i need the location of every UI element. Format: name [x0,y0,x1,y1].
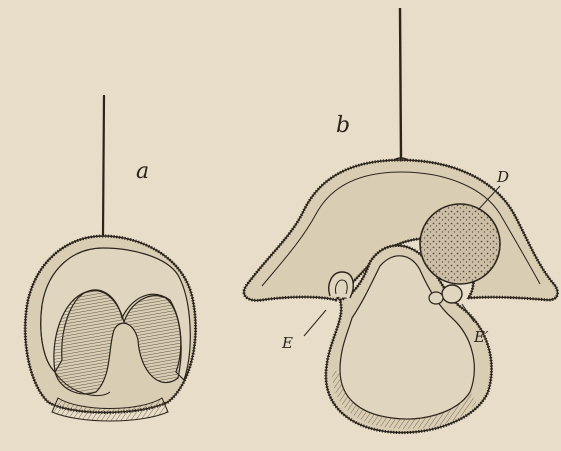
label-e: E [281,334,293,352]
apical-tuft-b [400,8,401,160]
pocket-e-prime [442,285,462,303]
label-e-prime: E′ [473,328,489,346]
pocket-e [329,272,354,298]
panel-b-label: b [336,113,350,138]
apical-tuft-a [103,95,104,236]
panel-a-label: a [136,159,149,184]
label-d: D [496,168,509,186]
